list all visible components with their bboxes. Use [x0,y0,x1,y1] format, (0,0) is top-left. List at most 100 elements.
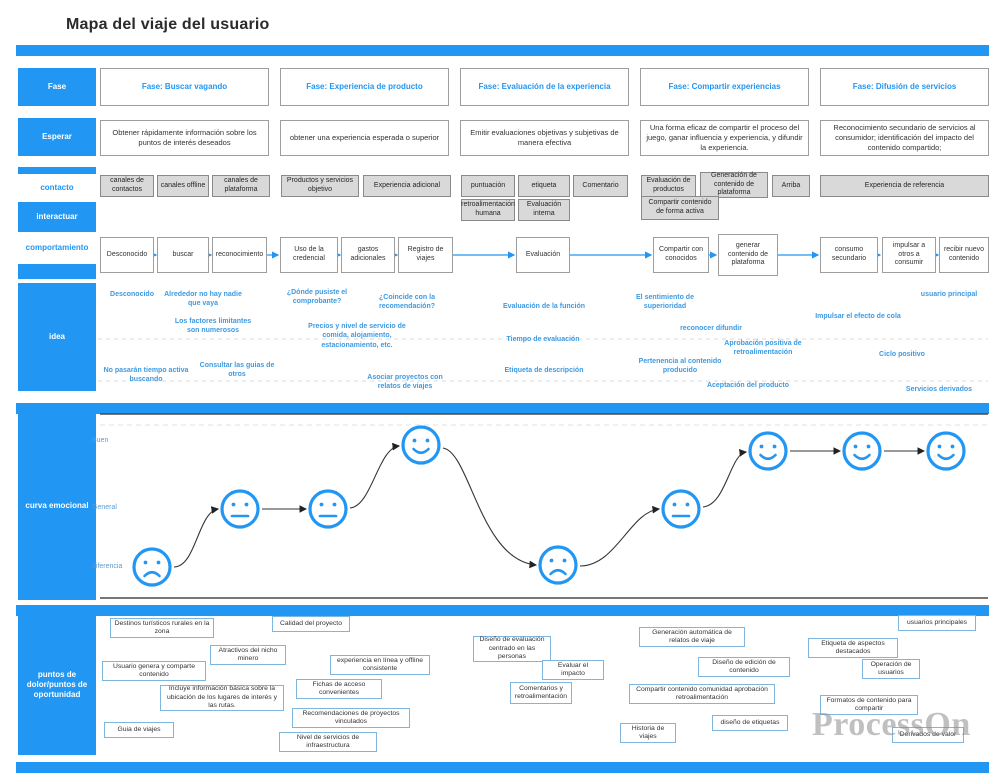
painpoint-box[interactable]: Evaluar el impacto [542,660,604,680]
painpoint-box[interactable]: Formatos de contenido para compartir [820,695,918,715]
rail-label-interactuar: interactuar [18,202,96,232]
painpoint-box[interactable]: Nivel de servicios de infraestructura [279,732,377,752]
behaviour-box[interactable]: consumo secundario [820,237,878,273]
idea-label: El sentimiento de superioridad [636,294,694,311]
painpoint-box[interactable]: Recomendaciones de proyectos vinculados [292,708,410,728]
painpoint-box[interactable]: Diseño de edición de contenido [698,657,790,677]
painpoint-box[interactable]: usuarios principales [898,615,976,631]
painpoint-box[interactable]: Usuario genera y comparte contenido [102,661,206,681]
behaviour-box[interactable]: recibir nuevo contenido [939,237,989,273]
touchpoint-box[interactable]: canales offline [157,175,209,197]
emotion-face-sad-icon [132,547,172,587]
behaviour-box[interactable]: generar contenido de plataforma [718,234,778,276]
emotion-face-happy-icon [748,431,788,471]
idea-label: Ciclo positivo [879,351,925,358]
section-divider-top [16,45,989,56]
behaviour-box[interactable]: Compartir con conocidos [653,237,709,273]
rail-label-curva-emocional: curva emocional [18,412,96,600]
touchpoint-box[interactable]: Experiencia de referencia [820,175,989,197]
painpoint-box[interactable]: Fichas de acceso convenientes [296,679,382,699]
touchpoint-box[interactable]: Generación de contenido de plataforma [700,172,768,198]
painpoint-box[interactable]: Atractivos del nicho minero [210,645,286,665]
idea-label: usuario principal [920,291,978,298]
idea-label: Impulsar el efecto de cola [815,313,901,320]
painpoint-box[interactable]: Operación de usuarios [862,659,920,679]
phase-box-2[interactable]: Fase: Experiencia de producto [280,68,449,106]
phase-box-1[interactable]: Fase: Buscar vagando [100,68,269,106]
touchpoint-box[interactable]: Compartir contenido de forma activa [641,196,719,220]
emotion-face-neutral-icon [661,489,701,529]
behaviour-box[interactable]: buscar [157,237,209,273]
idea-label: Precios y nivel de servicio de comida, a… [308,323,406,349]
painpoint-box[interactable]: Comentarios y retroalimentación [510,682,572,704]
idea-label: Los factores limitantes son numerosos [174,318,252,335]
touchpoint-box[interactable]: Arriba [772,175,810,197]
idea-label: Asociar proyectos con relatos de viajes [367,374,443,391]
touchpoint-box[interactable]: Evaluación interna [518,199,570,221]
painpoint-box[interactable]: Calidad del proyecto [272,616,350,632]
phase-box-4[interactable]: Fase: Compartir experiencias [640,68,809,106]
behaviour-box[interactable]: impulsar a otros a consumir [882,237,936,273]
touchpoint-box[interactable]: retroalimentación humana [461,199,515,221]
emotion-axis-label: Buen [92,437,109,444]
painpoint-box[interactable]: Generación automática de relatos de viaj… [639,627,745,647]
painpoint-box[interactable]: experiencia en línea y offline consisten… [330,655,430,675]
behaviour-box[interactable]: Registro de viajes [398,237,453,273]
rail-label-esperar: Esperar [18,118,96,156]
idea-label: reconocer difundir [680,325,742,332]
expectation-box-4[interactable]: Una forma eficaz de compartir el proceso… [640,120,809,156]
touchpoint-box[interactable]: Evaluación de productos [641,175,696,197]
rail-label-comportamiento: comportamiento [18,232,96,264]
expectation-box-2[interactable]: obtener una experiencia esperada o super… [280,120,449,156]
section-divider-pain [16,605,989,616]
painpoint-box[interactable]: Destinos turísticos rurales en la zona [110,618,214,638]
idea-label: Alrededor no hay nadie que vaya [164,291,242,308]
idea-label: Servicios derivados [905,386,973,393]
section-divider-emotion [16,403,989,414]
painpoint-box[interactable]: Historia de viajes [620,723,676,743]
rail-label-contacto: contacto [18,174,96,202]
emotion-face-happy-icon [926,431,966,471]
idea-label: Tiempo de evaluación [506,336,580,343]
phase-box-3[interactable]: Fase: Evaluación de la experiencia [460,68,629,106]
idea-label: Pertenencia al contenido producido [638,358,722,375]
behaviour-box[interactable]: Desconocido [100,237,154,273]
painpoint-box[interactable]: Derivados de valor [892,727,964,743]
behaviour-box[interactable]: Uso de la credencial [280,237,338,273]
painpoint-box[interactable]: Incluye información básica sobre la ubic… [160,685,284,711]
idea-label: Aceptación del producto [706,382,790,389]
emotion-face-neutral-icon [308,489,348,529]
emotion-face-sad-icon [538,545,578,585]
touchpoint-box[interactable]: Productos y servicios objetivo [281,175,359,197]
phase-box-5[interactable]: Fase: Difusión de servicios [820,68,989,106]
painpoint-box[interactable]: Diseño de evaluación centrado en las per… [473,636,551,662]
painpoint-box[interactable]: Etiqueta de aspectos destacados [808,638,898,658]
emotion-face-neutral-icon [220,489,260,529]
expectation-box-5[interactable]: Reconocimiento secundario de servicios a… [820,120,989,156]
painpoint-box[interactable]: diseño de etiquetas [712,715,788,731]
behaviour-box[interactable]: gastos adicionales [341,237,395,273]
expectation-box-3[interactable]: Emitir evaluaciones objetivas y subjetiv… [460,120,629,156]
painpoint-box[interactable]: Guia de viajes [104,722,174,738]
page-title: Mapa del viaje del usuario [66,16,270,33]
section-divider-bottom [16,762,989,773]
painpoint-box[interactable]: Compartir contenido comunidad aprobación… [629,684,775,704]
emotion-face-happy-icon [401,425,441,465]
touchpoint-box[interactable]: canales de plataforma [212,175,270,197]
emotion-axis-label: General [92,504,117,511]
touchpoint-box[interactable]: Experiencia adicional [363,175,451,197]
touchpoint-box[interactable]: puntuación [461,175,515,197]
idea-label: Consultar las guias de otros [199,362,275,379]
behaviour-box[interactable]: Evaluación [516,237,570,273]
rail-label-fase: Fase [18,68,96,106]
idea-label: Aprobación positiva de retroalimentación [724,340,802,357]
rail-label-idea: idea [18,283,96,391]
touchpoint-box[interactable]: canales de contactos [100,175,154,197]
touchpoint-box[interactable]: Comentario [573,175,628,197]
behaviour-box[interactable]: reconocimiento [212,237,267,273]
expectation-box-1[interactable]: Obtener rápidamente información sobre lo… [100,120,269,156]
touchpoint-box[interactable]: etiqueta [518,175,570,197]
rail-label-puntos-dolor: puntos de dolor/puntos de oportunidad [18,615,96,755]
idea-label: ¿Coincide con la recomendación? [378,294,435,311]
